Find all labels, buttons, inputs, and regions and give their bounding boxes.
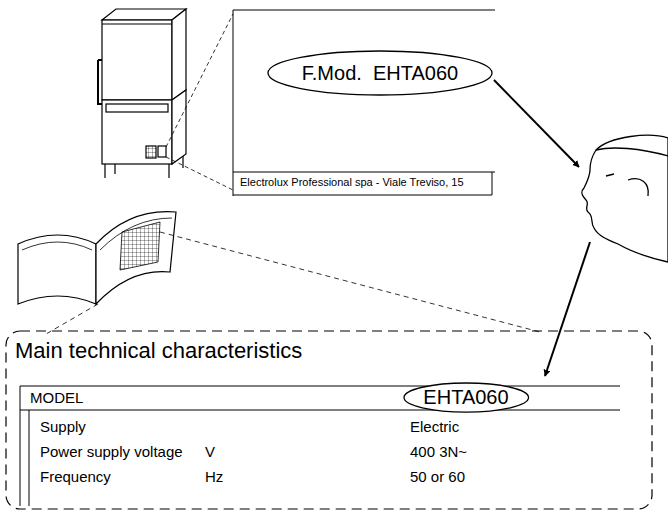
model-code: F.Mod. EHTA060 <box>302 62 458 85</box>
model-oval: EHTA060 <box>403 382 530 413</box>
flow-arrows <box>494 80 590 376</box>
oval-outline <box>404 383 529 412</box>
table-cell: V <box>205 443 215 461</box>
oval-outline <box>268 51 492 95</box>
table-cell: Hz <box>205 468 223 486</box>
table-cell: Supply <box>40 418 86 436</box>
table-cell: Electric <box>410 418 459 436</box>
manufacturer-address: Electrolux Professional spa - Viale Trev… <box>240 176 464 189</box>
operator-head <box>582 135 668 262</box>
callout-lines <box>166 14 233 190</box>
reference-lines <box>46 232 540 334</box>
table-cell: 50 or 60 <box>410 468 465 486</box>
plate-border <box>233 10 234 196</box>
model-code: EHTA060 <box>423 386 508 409</box>
table-cell: Power supply voltage <box>40 443 183 461</box>
manual-book <box>18 212 176 304</box>
table-grid <box>20 386 620 506</box>
table-cell: 400 3N~ <box>410 443 467 461</box>
nameplate: F.Mod. EHTA060Electrolux Professional sp… <box>233 10 495 196</box>
panel-heading: Main technical characteristics <box>15 338 302 363</box>
plate-border <box>233 172 495 173</box>
dishwasher <box>98 9 186 178</box>
model-oval: F.Mod. EHTA060 <box>267 50 493 96</box>
table-cell: Frequency <box>40 468 111 486</box>
nameplate-outline <box>233 10 495 196</box>
plate-border <box>233 10 495 11</box>
dashed-border <box>6 331 652 509</box>
table-header: MODEL <box>30 389 83 407</box>
plate-border <box>233 195 492 196</box>
plate-border <box>492 172 493 195</box>
